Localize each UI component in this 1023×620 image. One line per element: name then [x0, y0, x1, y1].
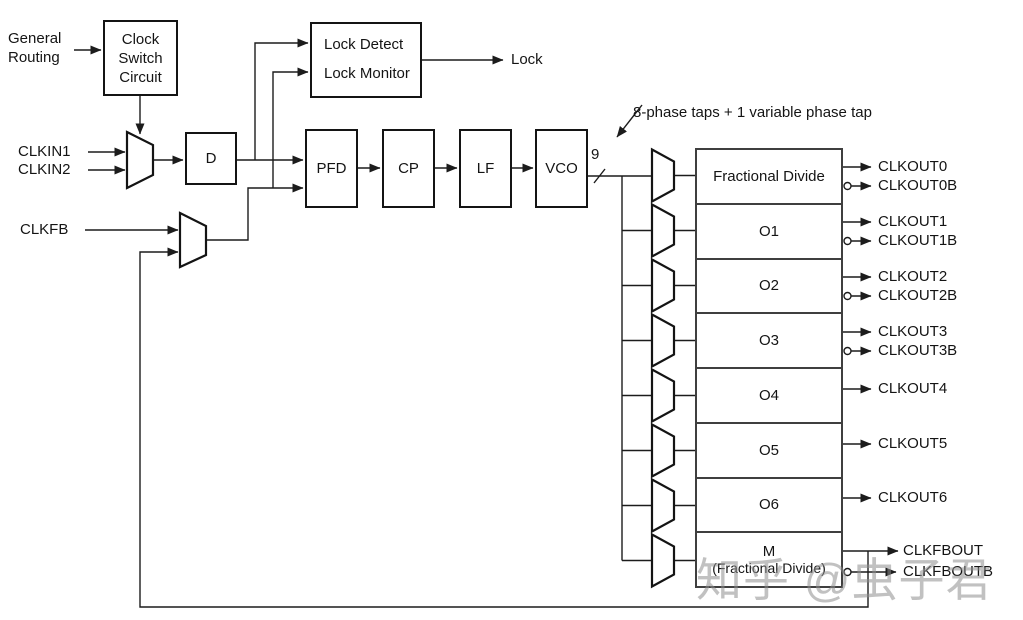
clkout3-label: CLKOUT3 — [878, 323, 948, 340]
counter-row-o1: O1 — [697, 205, 841, 260]
clkout1b-label: CLKOUT1B — [878, 232, 958, 249]
bus-width-slash — [593, 168, 606, 184]
clkfb-label: CLKFB — [20, 221, 69, 238]
counter-label: M — [762, 542, 776, 560]
phase-taps-annotation: 8-phase taps + 1 variable phase tap — [633, 104, 872, 121]
inverted-output-bubble — [843, 181, 852, 191]
counter-row-o3: O3 — [697, 314, 841, 369]
counter-row-o6: O6 — [697, 479, 841, 534]
d-divider-block: D — [185, 132, 237, 185]
d-divider-label: D — [205, 150, 217, 167]
inverted-output-bubble — [843, 346, 852, 356]
wire-mux-outputs — [674, 174, 695, 562]
wire-clkfb-mux-to-pfd — [206, 183, 304, 241]
clkin1-label: CLKIN1 — [18, 143, 71, 160]
phase-mux-5 — [650, 422, 676, 479]
clkfbout-label: CLKFBOUT — [903, 542, 984, 559]
pfd-block: PFD — [305, 129, 358, 208]
clkout1-label: CLKOUT1 — [878, 213, 948, 230]
output-counters-block: Fractional Divide O1 O2 O3 O4 O5 O6 M (F… — [695, 148, 843, 588]
wire-ref-to-lock-detect — [254, 38, 309, 160]
pfd-label: PFD — [316, 160, 347, 177]
clkout0b-label: CLKOUT0B — [878, 177, 958, 194]
phase-mux-3 — [650, 312, 676, 369]
clkout6-label: CLKOUT6 — [878, 489, 948, 506]
clkfb-mux — [178, 211, 208, 269]
cp-label: CP — [398, 160, 419, 177]
zhihu-watermark: 知乎 @虫子君 — [696, 554, 993, 606]
clkout5-label: CLKOUT5 — [878, 435, 948, 452]
phase-mux-4 — [650, 367, 676, 424]
clkout3b-label: CLKOUT3B — [878, 342, 958, 359]
counter-sublabel: (Fractional Divide) — [712, 559, 826, 576]
clkin-mux — [125, 130, 155, 190]
phase-mux-0 — [650, 147, 676, 204]
counter-label: O5 — [758, 441, 779, 459]
inverted-output-bubble — [843, 236, 852, 246]
clkout2b-label: CLKOUT2B — [878, 287, 958, 304]
lock-output-label: Lock — [511, 51, 543, 68]
lf-block: LF — [459, 129, 512, 208]
inverted-output-bubble — [843, 291, 852, 301]
general-routing-label: General Routing — [8, 30, 62, 66]
clkin2-label: CLKIN2 — [18, 161, 71, 178]
bus-width-label: 9 — [591, 146, 600, 163]
clkout2-label: CLKOUT2 — [878, 268, 948, 285]
phase-mux-2 — [650, 257, 676, 314]
counter-row-o5: O5 — [697, 424, 841, 479]
phase-mux-6 — [650, 477, 676, 534]
counter-label: O1 — [758, 222, 779, 240]
lock-detect-monitor-block: Lock Detect Lock Monitor — [310, 22, 422, 98]
counter-label: O2 — [758, 277, 779, 295]
wire-fb-to-lock-monitor — [272, 67, 309, 188]
clock-switch-circuit-label: Clock Switch Circuit — [118, 30, 163, 86]
clkout0-label: CLKOUT0 — [878, 158, 948, 175]
annotation-arrow — [616, 104, 643, 138]
vco-block: VCO — [535, 129, 588, 208]
lock-detect-label: Lock Detect — [324, 36, 404, 53]
counter-row-o4: O4 — [697, 369, 841, 424]
counter-label: O6 — [758, 496, 779, 514]
counter-label: Fractional Divide — [713, 167, 825, 185]
clkfboutb-label: CLKFBOUTB — [903, 563, 994, 580]
cp-block: CP — [382, 129, 435, 208]
clock-switch-circuit-block: Clock Switch Circuit — [103, 20, 178, 96]
counter-label: O3 — [758, 332, 779, 350]
counter-row-m: M (Fractional Divide) — [697, 533, 841, 586]
lf-label: LF — [476, 160, 495, 177]
clkout4-label: CLKOUT4 — [878, 380, 948, 397]
phase-mux-1 — [650, 202, 676, 259]
counter-row-fractional-divide: Fractional Divide — [697, 150, 841, 205]
wire-feedback-return — [139, 247, 869, 608]
lock-monitor-label: Lock Monitor — [324, 65, 410, 82]
counter-row-o2: O2 — [697, 260, 841, 315]
wire-bus-stubs — [622, 229, 652, 562]
vco-label: VCO — [545, 160, 578, 177]
counter-label: O4 — [758, 386, 779, 404]
phase-mux-7 — [650, 532, 676, 589]
